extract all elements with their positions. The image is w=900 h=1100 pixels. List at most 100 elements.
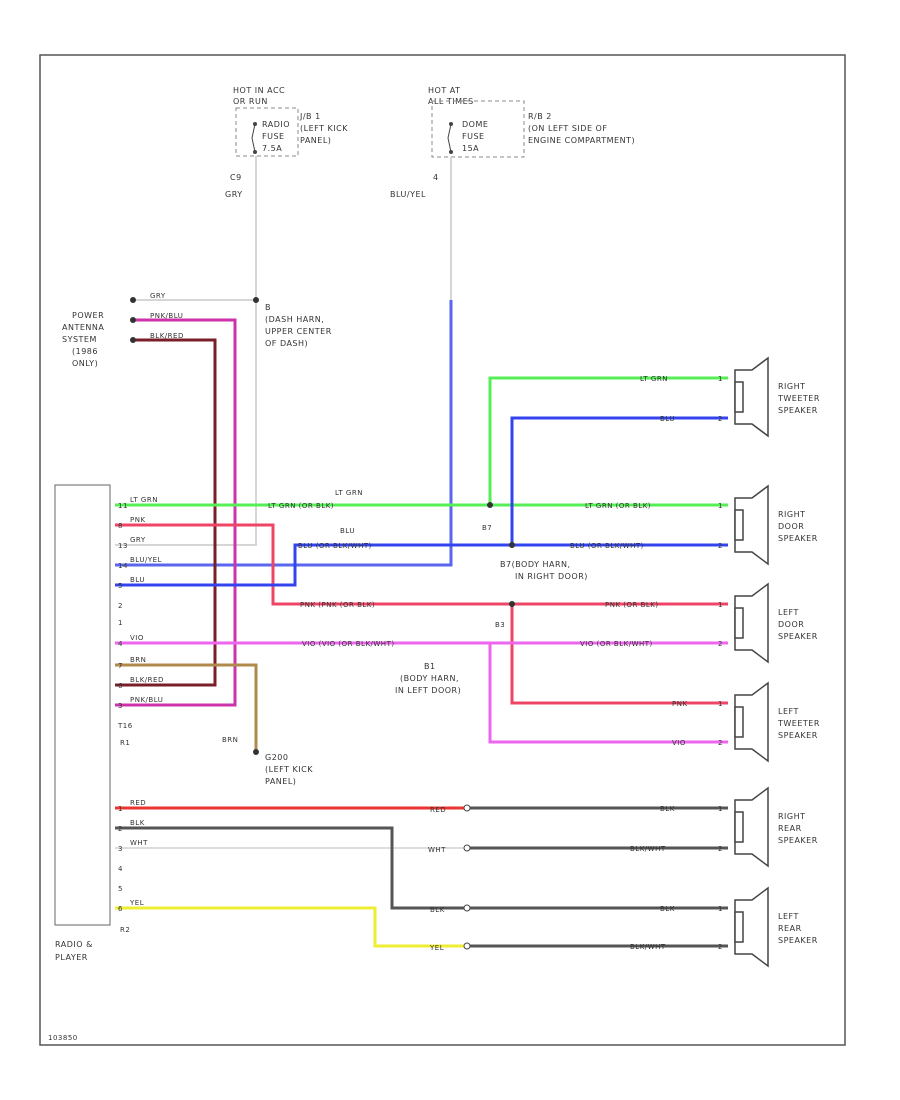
- radio-pin-11: 11: [118, 502, 128, 510]
- radio-connector-r2: R2: [120, 926, 130, 934]
- fuse2-label-line2: FUSE: [462, 132, 485, 141]
- fuse1-hot-line1: HOT IN ACC: [233, 86, 285, 95]
- spk5-name-line3: SPEAKER: [778, 836, 818, 845]
- mid-splice-b3: B3: [495, 621, 505, 629]
- splice-b-dot: [253, 297, 259, 303]
- fuse2-wire-id: 4: [433, 173, 439, 182]
- rear-red-label: RED: [430, 806, 446, 814]
- radio-pin-14: 14: [118, 562, 128, 570]
- speaker-left-rear: BLK BLK/WHT 1 2 LEFT REAR SPEAKER: [630, 886, 817, 968]
- radio-label-line2: PLAYER: [55, 953, 88, 962]
- radio-pin2-6: 6: [118, 905, 123, 913]
- fuse1-box-outline: [235, 107, 299, 157]
- spk5-pin2: 2: [718, 845, 723, 853]
- mid-b1-line3: IN LEFT DOOR): [395, 686, 461, 695]
- fuse1-box-line2: (LEFT KICK: [300, 124, 348, 133]
- spk5-pin1: 1: [718, 805, 723, 813]
- rear-wht-label: WHT: [428, 846, 446, 854]
- spk4-name-line2: TWEETER: [777, 719, 820, 728]
- radio-pin-4: 4: [118, 640, 123, 648]
- radio-wire-pnk: PNK: [130, 516, 146, 524]
- ground-line2: (LEFT KICK: [265, 765, 313, 774]
- wire-gry-feed: [115, 156, 257, 546]
- wire-blu-tweeter: [510, 416, 728, 545]
- speaker-left-door: PNK (OR BLK) VIO (OR BLK/WHT) 1 2 LEFT D…: [580, 582, 817, 664]
- antenna-wire-gry: GRY: [150, 292, 166, 300]
- wire-blk: [115, 826, 728, 910]
- wire-pnkblu: [115, 318, 237, 707]
- radio-wire-wht: WHT: [130, 839, 148, 847]
- radio-wire-blk: BLK: [130, 819, 145, 827]
- spk2-pin2: 2: [718, 542, 723, 550]
- fuse1-box-line3: PANEL): [300, 136, 331, 145]
- speaker-right-tweeter: LT GRN BLU 1 2 RIGHT TWEETER SPEAKER: [640, 356, 819, 438]
- radio-pin2-4: 4: [118, 865, 123, 873]
- radio-wire-pnkblu: PNK/BLU: [130, 696, 163, 704]
- fuse1-box-line1: J/B 1: [299, 112, 321, 121]
- spk4-pin1: 1: [718, 700, 723, 708]
- radio-label-line1: RADIO &: [55, 940, 93, 949]
- radio-pin-13: 13: [118, 542, 128, 550]
- spk1-name-line3: SPEAKER: [778, 406, 818, 415]
- spk2-name-line3: SPEAKER: [778, 534, 818, 543]
- antenna-wire-blkred: BLK/RED: [150, 332, 184, 340]
- radio-pin2-3: 3: [118, 845, 123, 853]
- radio-wire-blkred: BLK/RED: [130, 676, 164, 684]
- fuse1-label-line3: 7.5A: [262, 144, 282, 153]
- radio-pin-1: 1: [118, 619, 123, 627]
- spk6-name-line1: LEFT: [778, 912, 799, 921]
- spk5-wire1: BLK: [660, 805, 675, 813]
- spk4-name-line1: LEFT: [778, 707, 799, 716]
- mid-b1-line1: B1: [424, 662, 436, 671]
- fuse-group-1: HOT IN ACC OR RUN RADIO FUSE 7.5A J/B 1 …: [225, 86, 348, 199]
- connector-rear-3: [463, 904, 471, 912]
- spk3-name-line2: DOOR: [778, 620, 804, 629]
- fuse2-box-line1: R/B 2: [528, 112, 552, 121]
- spk5-name-line1: RIGHT: [778, 812, 806, 821]
- radio-pin2-2: 2: [118, 825, 123, 833]
- splice-b3-dot: [509, 601, 515, 607]
- wire-brn-ground: [115, 663, 258, 752]
- wire-pnk-main: [115, 523, 728, 606]
- splice-b-line1: B: [265, 303, 271, 312]
- fuse-group-2: HOT AT ALL TIMES DOME FUSE 15A R/B 2 (ON…: [390, 86, 635, 199]
- splice-b-line4: OF DASH): [265, 339, 308, 348]
- spk6-name-line2: REAR: [778, 924, 802, 933]
- spk6-wire2: BLK/WHT: [630, 943, 666, 951]
- wire-ltgrn-tweeter: [488, 376, 728, 505]
- radio-connector-r1: R1: [120, 739, 130, 747]
- radio-pin-7: 7: [118, 662, 123, 670]
- radio-wire-gry: GRY: [130, 536, 146, 544]
- connector-rear-4: [463, 942, 471, 950]
- wire-pnk-tweeter: [510, 604, 728, 705]
- rear-blk-label: BLK: [430, 906, 445, 914]
- fuse2-hot-line1: HOT AT: [428, 86, 460, 95]
- antenna-label-line1: POWER: [72, 311, 104, 320]
- fuse2-label-line1: DOME: [462, 120, 488, 129]
- wire-vio-tweeter: [488, 643, 728, 744]
- spk5-wire2: BLK/WHT: [630, 845, 666, 853]
- spk4-wire2: VIO: [672, 739, 686, 747]
- fuse2-wire-color: BLU/YEL: [390, 190, 426, 199]
- mid-ltgrn-alt: LT GRN (OR BLK): [268, 502, 334, 510]
- spk1-wire1: LT GRN: [640, 375, 668, 383]
- radio-pin-t16: T16: [117, 722, 133, 730]
- mid-ground-wire: BRN: [222, 736, 238, 744]
- mid-ltgrn-top: LT GRN: [335, 489, 363, 497]
- mid-blu-top: BLU: [340, 527, 355, 535]
- radio-pin-8: 8: [118, 522, 123, 530]
- radio-unit-box: [54, 484, 111, 926]
- spk3-wire1: PNK (OR BLK): [605, 601, 659, 609]
- spk3-wire2: VIO (OR BLK/WHT): [580, 640, 653, 648]
- radio-wire-bluyel: BLU/YEL: [130, 556, 162, 564]
- radio-wire-blu: BLU: [130, 576, 145, 584]
- radio-pin2-5: 5: [118, 885, 123, 893]
- spk1-pin2: 2: [718, 415, 723, 423]
- antenna-label-line5: ONLY): [72, 359, 98, 368]
- mid-b7-label-line2: IN RIGHT DOOR): [515, 572, 588, 581]
- splice-b-line3: UPPER CENTER: [265, 327, 332, 336]
- fuse1-label-line2: FUSE: [262, 132, 285, 141]
- fuse1-label-line1: RADIO: [262, 120, 290, 129]
- ground-line1: G200: [265, 753, 288, 762]
